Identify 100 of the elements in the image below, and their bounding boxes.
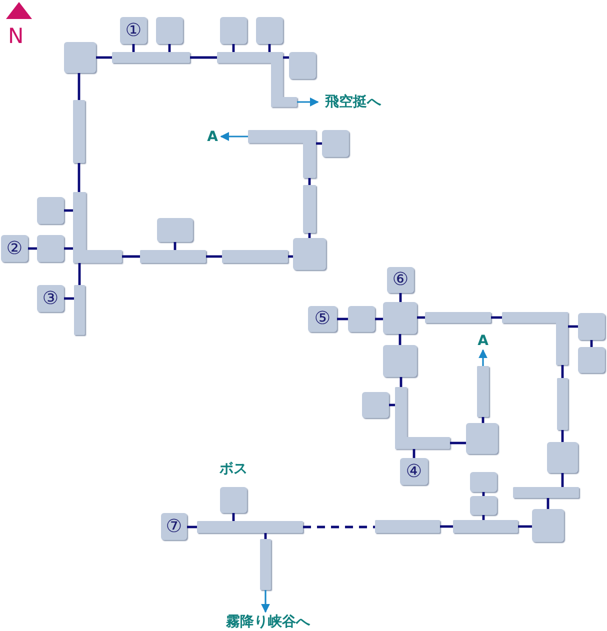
exit-arrow [297,98,319,106]
connector-line [561,430,564,442]
corridor-box [375,520,440,533]
connector-line [168,44,171,52]
corridor-box [260,539,271,590]
connector-line [412,449,416,458]
exit-label: A [475,331,491,350]
connector-line [450,442,466,444]
room-box [256,17,283,44]
connector-line [174,242,176,250]
room-box: ③ [37,285,64,312]
connector-line [389,404,395,406]
connector-line [268,44,271,52]
connector-line [232,44,235,52]
connector-line [232,513,235,521]
connector-line [78,263,81,285]
connector-line [64,297,74,300]
connector-line [518,525,532,528]
connector-line [590,340,593,347]
room-box [470,472,497,492]
connector-line [375,318,383,320]
connector-line [78,163,80,192]
connector-line [64,209,73,212]
connector-line [78,73,80,100]
room-box [289,52,316,79]
corridor-box [197,521,303,533]
room-box [578,347,605,373]
connector-line [303,526,375,528]
connector-line [308,233,311,238]
corridor-box [425,312,491,323]
connector-line [308,178,311,185]
room-box: ② [1,235,28,262]
connector-line [288,255,293,258]
room-box [362,392,389,418]
corridor-box [557,378,568,430]
connector-line [482,492,485,496]
connector-line [399,293,402,302]
connector-line [561,473,564,487]
connector-line [491,316,502,319]
connector-line [482,417,484,423]
exit-label: A [204,127,221,146]
connector-line [28,247,37,250]
room-box [470,496,497,515]
corridor-box [248,130,316,178]
room-box [64,42,96,73]
connector-line [206,255,222,258]
room-box [383,345,417,377]
room-box [383,302,417,334]
room-box [220,17,247,44]
room-box: ⑥ [387,267,414,293]
room-box: ① [120,17,147,44]
room-box: ⑦ [161,513,187,540]
room-box [37,197,64,224]
corridor-box [222,250,288,263]
room-box [156,17,183,44]
room-box [348,306,375,332]
exit-label: 霧降り峡谷へ [218,612,318,631]
room-box [466,423,498,454]
corridor-box [395,387,450,449]
room-box [157,218,193,242]
room-box [322,130,349,157]
corridor-box [502,312,568,365]
connector-line [122,255,140,258]
connector-line [417,316,425,319]
connector-line [561,365,564,378]
connector-line [187,526,197,528]
corridor-box [73,192,122,263]
exit-arrow [261,590,270,613]
room-box [532,509,564,542]
room-box [578,313,605,340]
corridor-box [513,487,579,498]
corridor-box [303,185,316,233]
connector-line [264,533,267,539]
corridor-box [477,366,489,417]
corridor-box [74,285,85,335]
connector-line [400,377,402,387]
connector-line [96,56,112,59]
corridor-box [73,100,85,163]
connector-line [316,142,322,145]
connector-line [337,318,348,320]
corridor-box [453,520,518,533]
connector-line [283,56,289,59]
room-box [37,235,64,262]
room-box: ④ [400,458,428,485]
connector-line [190,56,217,59]
connector-line [482,515,485,520]
room-box [547,442,578,473]
connector-line [440,525,453,528]
room-heading: ボス [218,462,248,476]
exit-label: 飛空挺へ [318,92,388,112]
room-box: ⑤ [308,306,337,332]
connector-line [398,334,402,345]
compass-letter: N [8,26,24,47]
connector-line [64,247,73,250]
connector-line [546,498,550,509]
exit-arrow [220,132,248,141]
corridor-box [140,250,206,263]
corridor-box [112,52,190,63]
connector-line [568,325,578,328]
connector-line [132,44,135,52]
